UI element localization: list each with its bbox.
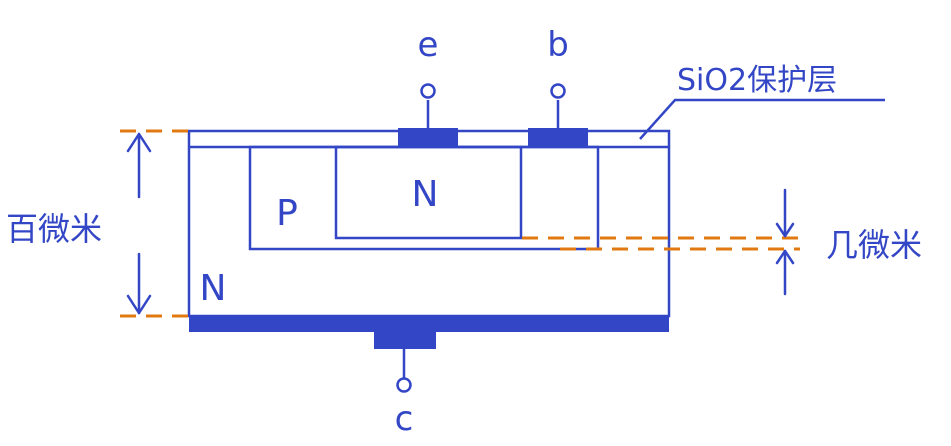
sio2-label: SiO2保护层 [677,63,837,98]
hundreds-um-label: 百微米 [6,210,102,248]
emitter-terminal [420,83,436,130]
collector-contact [374,331,436,349]
n-substrate-label: N [200,268,227,309]
n-emitter-label: N [412,174,439,215]
collector-plate [189,315,669,332]
few-um-guides [522,236,800,251]
n-emitter-region [334,145,523,240]
few-um-arrow [775,188,795,296]
collector-terminal [396,348,412,393]
base-contact [528,128,588,146]
sio2-leader-line [639,98,885,140]
base-terminal [550,83,566,130]
emitter-label: e [418,25,439,65]
hundreds-um-guides [120,129,189,318]
collector-label: c [395,399,414,439]
base-label: b [547,25,569,65]
few-um-label: 几微米 [826,226,922,264]
p-region-label: P [276,193,298,234]
emitter-contact [398,128,458,146]
hundreds-um-arrow [126,132,152,315]
